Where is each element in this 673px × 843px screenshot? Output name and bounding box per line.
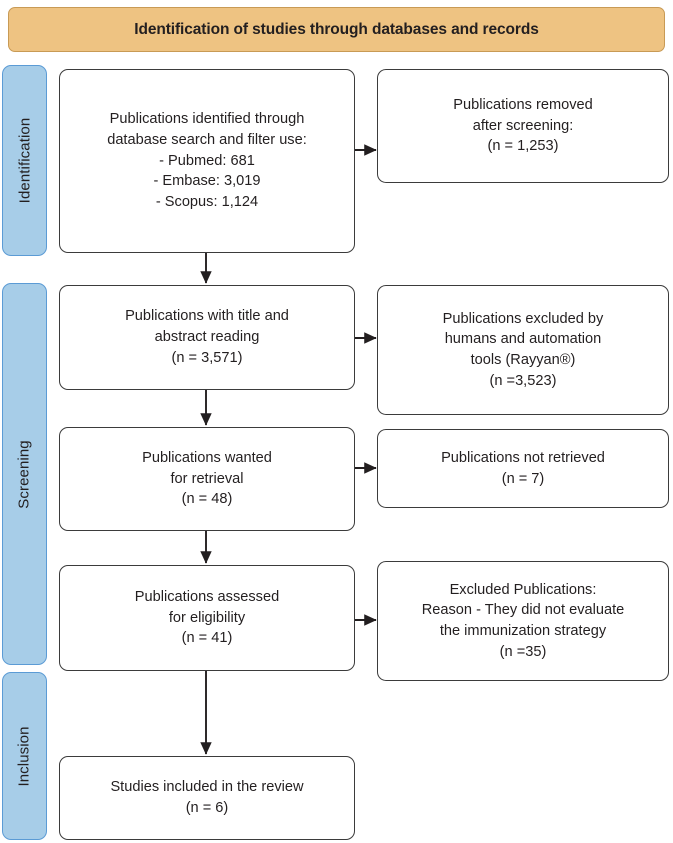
box-excluded-publications-reason: Excluded Publications: Reason - They did… bbox=[377, 561, 669, 681]
box-publications-assessed-eligibility: Publications assessed for eligibility (n… bbox=[59, 565, 355, 671]
box-publications-identified-text: Publications identified through database… bbox=[107, 111, 307, 211]
box-publications-removed-text: Publications removed after screening: (n… bbox=[453, 96, 593, 155]
box-title-abstract-reading-text: Publications with title and abstract rea… bbox=[125, 308, 289, 366]
stage-label-identification: Identification bbox=[2, 65, 47, 256]
box-publications-removed: Publications removed after screening: (n… bbox=[377, 69, 669, 183]
diagram-title: Identification of studies through databa… bbox=[134, 20, 539, 38]
box-studies-included-review-text: Studies included in the review (n = 6) bbox=[110, 779, 304, 816]
stage-label-inclusion: Inclusion bbox=[2, 672, 47, 840]
box-publications-excluded-automation: Publications excluded by humans and auto… bbox=[377, 285, 669, 415]
stage-label-screening: Screening bbox=[2, 283, 47, 665]
box-publications-identified: Publications identified through database… bbox=[59, 69, 355, 253]
box-publications-assessed-eligibility-text: Publications assessed for eligibility (n… bbox=[134, 588, 280, 647]
stage-label-identification-text: Identification bbox=[16, 117, 33, 204]
box-publications-wanted-retrieval: Publications wanted for retrieval (n = 4… bbox=[59, 427, 355, 531]
box-excluded-publications-reason-text: Excluded Publications: Reason - They did… bbox=[421, 581, 625, 660]
box-title-abstract-reading: Publications with title and abstract rea… bbox=[59, 285, 355, 390]
box-studies-included-review: Studies included in the review (n = 6) bbox=[59, 756, 355, 840]
box-publications-not-retrieved-text: Publications not retrieved (n = 7) bbox=[441, 449, 605, 487]
box-publications-excluded-automation-text: Publications excluded by humans and auto… bbox=[442, 310, 604, 389]
stage-label-inclusion-text: Inclusion bbox=[16, 725, 34, 787]
diagram-header-banner: Identification of studies through databa… bbox=[8, 7, 665, 52]
box-publications-wanted-retrieval-text: Publications wanted for retrieval (n = 4… bbox=[142, 449, 272, 508]
stage-label-screening-text: Screening bbox=[16, 439, 34, 509]
box-publications-not-retrieved: Publications not retrieved (n = 7) bbox=[377, 429, 669, 508]
